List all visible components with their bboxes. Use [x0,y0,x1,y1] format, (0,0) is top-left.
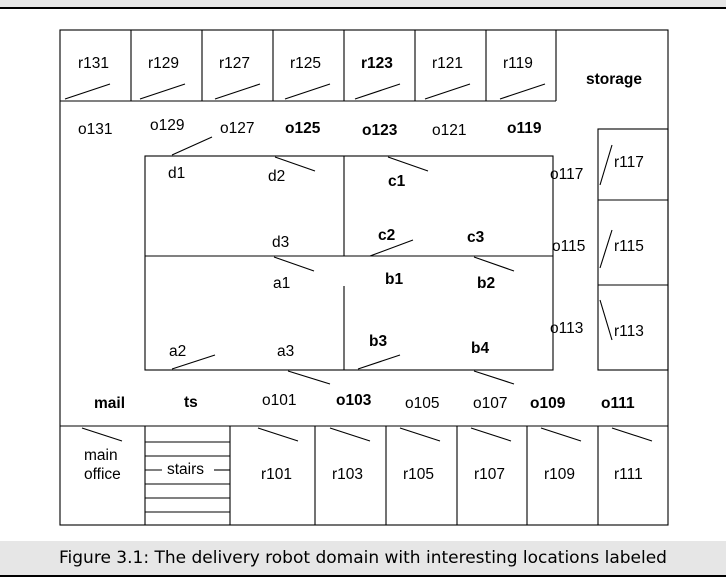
door [284,83,331,100]
location-o103-label: o103 [336,392,372,409]
door [369,239,414,257]
top-rule [0,7,726,9]
location-o129-label: o129 [150,117,184,134]
location-o125-label: o125 [285,120,321,137]
door [424,83,471,100]
door [81,427,123,442]
room-r131-label: r131 [78,55,109,72]
room-r119-label: r119 [503,55,533,72]
location-b2-label: b2 [477,275,495,292]
central-block [144,155,554,371]
location-o119-label: o119 [507,120,542,137]
door [599,144,613,186]
room-main-office-label-line1: main [84,447,118,464]
room-r115-label: r115 [614,238,644,255]
door [357,354,401,370]
door [540,427,582,442]
location-c2-label: c2 [378,227,395,244]
room-r121-label: r121 [432,55,463,72]
building-outline [59,29,669,526]
door [499,83,546,100]
room-main-office-label-line2: office [84,466,121,483]
location-o117-label: o117 [550,166,583,183]
room-r113-label: r113 [614,323,644,340]
location-a2-label: a2 [169,343,186,360]
room-r123-label: r123 [361,55,393,72]
location-o115-label: o115 [552,238,585,255]
location-b4-label: b4 [471,340,489,357]
door [64,83,111,100]
location-o107-label: o107 [473,395,507,412]
room-r107-label: r107 [474,466,505,483]
room-r127-label: r127 [219,55,250,72]
room-r109-label: r109 [544,466,575,483]
location-a3-label: a3 [277,343,294,360]
location-o131-label: o131 [78,121,112,138]
door [273,256,315,272]
door [214,83,261,100]
stairs-label-bg [162,460,214,480]
door [473,370,515,385]
location-d1-label: d1 [168,165,185,182]
location-o123-label: o123 [362,122,398,139]
location-a1-label: a1 [273,275,290,292]
location-o127-label: o127 [220,120,254,137]
room-r111-label: r111 [614,466,643,483]
location-d3-label: d3 [272,234,289,251]
room-r125-label: r125 [290,55,321,72]
right-rooms [597,128,669,371]
figure-caption: Figure 3.1: The delivery robot domain wi… [59,548,667,568]
location-c1-label: c1 [388,173,406,190]
room-storage-label: storage [586,71,642,88]
location-d2-label: d2 [268,168,285,185]
stairs-label: stairs [167,461,204,478]
door [354,83,401,100]
door [287,370,331,385]
room-r117-label: r117 [614,154,644,171]
location-b1-label: b1 [385,271,403,288]
door [329,427,371,442]
room-r129-label: r129 [148,55,179,72]
caption-background [0,541,726,575]
room-r105-label: r105 [403,466,434,483]
door [139,83,186,100]
top-bar [0,0,726,7]
door [599,229,613,269]
location-o113-label: o113 [550,320,583,337]
location-o109-label: o109 [530,395,566,412]
location-ts-label: ts [184,394,198,411]
door [171,354,216,370]
door [171,136,213,156]
location-o105-label: o105 [405,395,439,412]
location-b3-label: b3 [369,333,387,350]
door [611,427,653,442]
location-o101-label: o101 [262,392,296,409]
door [257,427,299,442]
door [387,156,429,172]
location-o111-label: o111 [601,395,635,412]
location-o121-label: o121 [432,122,466,139]
location-c3-label: c3 [467,229,485,246]
location-mail-label: mail [94,395,125,412]
door [399,427,441,442]
room-r101-label: r101 [261,466,292,483]
door [599,299,613,341]
room-r103-label: r103 [332,466,363,483]
caption-rule [0,575,726,577]
door [470,427,512,442]
door [473,256,515,272]
door [274,156,316,172]
